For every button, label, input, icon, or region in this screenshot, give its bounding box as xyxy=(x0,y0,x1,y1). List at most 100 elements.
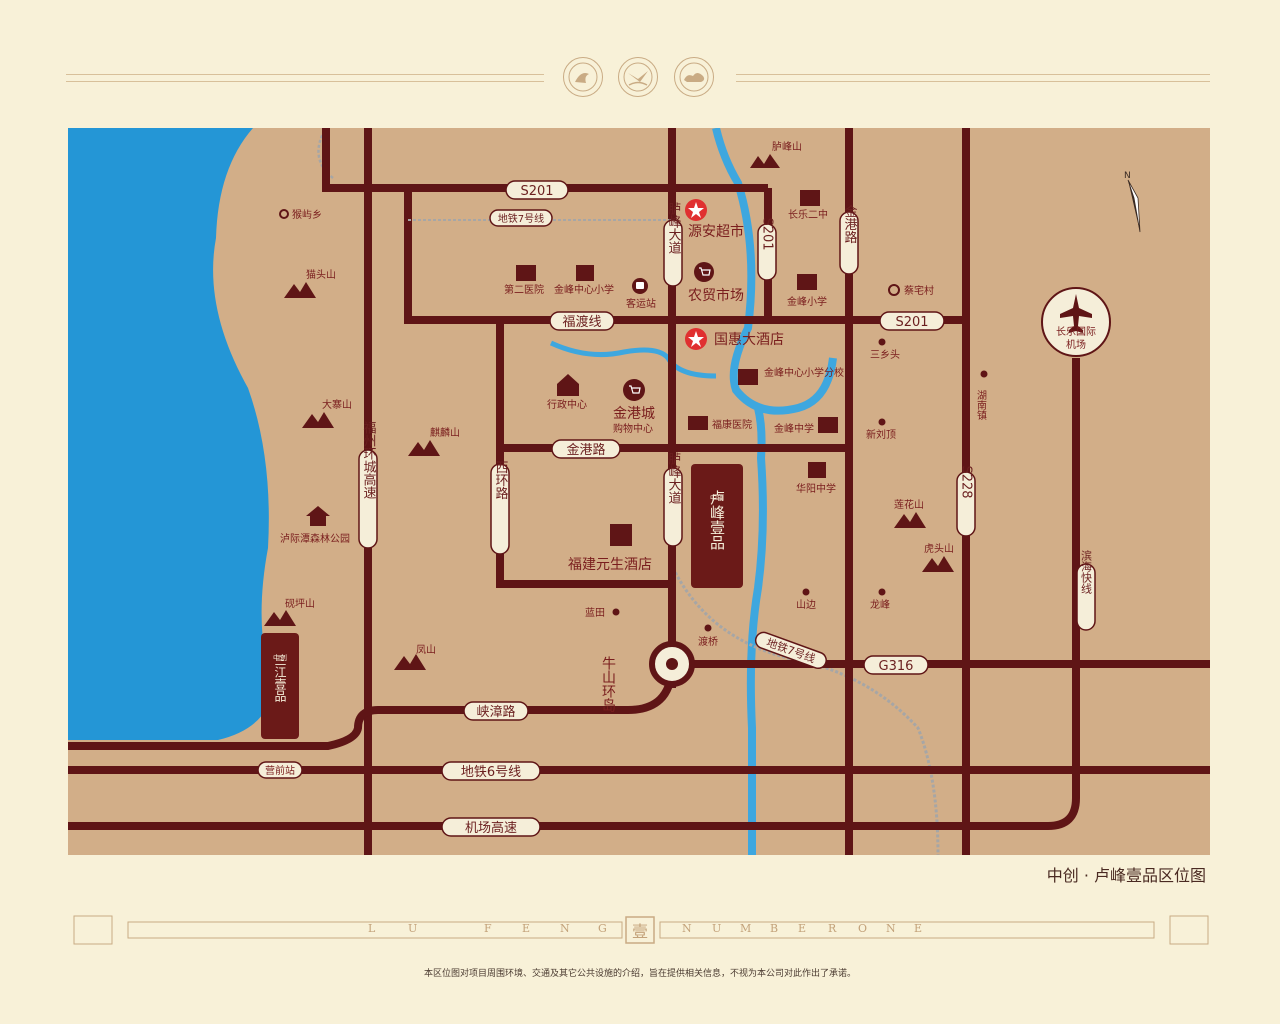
label-yingqian: 营前站 xyxy=(265,764,295,777)
footer-letter: E xyxy=(798,922,809,935)
dot-icon xyxy=(878,418,886,426)
road-lufeng-low: 胪峰大道 xyxy=(666,452,682,504)
disclaimer: 本区位图对项目周围环境、交通及其它公共设施的介绍，旨在提供相关信息，不视为本公司… xyxy=(423,969,856,979)
house-icon xyxy=(557,374,579,396)
label-longfeng: 龙峰 xyxy=(870,598,890,611)
cloud-icon xyxy=(674,57,714,97)
north-compass-icon: N xyxy=(1124,171,1141,233)
road-labels-vertical: 胪峰大道 胪峰大道 S201 金港路 西环路 福州环城高速 S228 滨海快线 xyxy=(358,202,1096,631)
building-icon xyxy=(576,265,594,281)
bus-icon xyxy=(632,278,648,294)
road-s201-top: S201 xyxy=(520,184,553,199)
shopping-cart-icon xyxy=(623,379,645,401)
footer-letter: E xyxy=(522,922,533,935)
label-lianhua: 莲花山 xyxy=(894,498,924,511)
label-jinfeng-primary: 金峰中心小学 xyxy=(554,283,614,296)
road-metro7-top: 地铁7号线 xyxy=(498,212,544,225)
shopping-cart-icon xyxy=(694,262,714,282)
road-xihuan: 西环路 xyxy=(493,461,509,500)
label-jinfeng-xiao: 金峰小学 xyxy=(787,295,827,308)
footer-letter: G xyxy=(598,922,609,935)
footer-letter: M xyxy=(740,922,754,935)
building-icon xyxy=(610,524,632,546)
sea-area xyxy=(68,128,273,740)
label-luji: 泸际潭森林公园 xyxy=(280,532,350,545)
label-dazhai: 大寨山 xyxy=(322,398,352,411)
label-gouwu: 购物中心 xyxy=(613,422,653,435)
label-dujiao: 渡桥 xyxy=(698,635,718,648)
airplane-icon xyxy=(1060,294,1092,333)
village-icon xyxy=(888,284,900,296)
building-icons xyxy=(306,190,838,546)
building-icon xyxy=(738,369,758,385)
rail-line xyxy=(671,567,940,855)
star-icon xyxy=(685,199,707,221)
header-line-left xyxy=(66,74,544,82)
label-nongmao: 农贸市场 xyxy=(688,287,744,304)
building-icon xyxy=(688,416,708,430)
label-huayang: 华阳中学 xyxy=(796,482,836,495)
label-jingangcheng: 金港城 xyxy=(613,406,655,422)
label-niushan: 牛山环岛 xyxy=(600,656,616,712)
village-markers xyxy=(279,209,900,296)
road-binhai: 滨海快线 xyxy=(1080,549,1093,594)
road-g316: G316 xyxy=(879,659,914,674)
footer-letter: U xyxy=(408,922,420,935)
location-map: S201 地铁7号线 福渡线 S201 金港路 G316 峡漳路 地铁6号线 机… xyxy=(68,128,1210,855)
dot-icon xyxy=(980,370,988,378)
label-lantian: 蓝田 xyxy=(585,607,605,619)
map-caption: 中创 · 卢峰壹品区位图 xyxy=(1046,866,1206,885)
yingqian-pill xyxy=(257,761,303,779)
dot-markers xyxy=(612,338,988,632)
mountain-icon xyxy=(922,556,954,572)
label-shanbian: 山边 xyxy=(796,599,816,611)
project-lufeng-box[interactable]: 中创 卢峰壹品 xyxy=(691,464,743,588)
road-labels: S201 地铁7号线 福渡线 S201 金港路 G316 峡漳路 地铁6号线 机… xyxy=(441,180,945,837)
label-fukang: 福康医院 xyxy=(712,418,752,431)
airport-marker: 长乐国际 机场 xyxy=(1041,287,1111,357)
header-line-right xyxy=(736,74,1210,82)
road-s201-vert: S201 xyxy=(760,217,775,250)
label-airport-2: 机场 xyxy=(1066,338,1086,351)
label-houyuxiang: 猴屿乡 xyxy=(292,208,322,221)
footer-letter: N xyxy=(886,922,898,935)
footer-seal: 壹 xyxy=(632,922,649,941)
dot-icon xyxy=(704,624,712,632)
village-icon xyxy=(279,209,289,219)
label-yuanan: 源安超市 xyxy=(688,223,744,240)
footer-letter: E xyxy=(914,922,925,935)
sanjiang-name: 三江壹品 xyxy=(273,654,287,702)
dot-icon xyxy=(802,588,810,596)
label-changle2: 长乐二中 xyxy=(788,208,828,221)
road-fuzhou-ring: 福州环城高速 xyxy=(361,421,377,499)
svg-text:中创: 中创 xyxy=(710,493,724,502)
road-metro6: 地铁6号线 xyxy=(461,765,521,780)
label-hospital2: 第二医院 xyxy=(504,283,544,296)
mountain-icon xyxy=(302,412,334,428)
building-icon xyxy=(818,417,838,433)
road-fuduxian: 福渡线 xyxy=(562,314,601,330)
sanjiang-box[interactable]: 中创 三江壹品 xyxy=(261,633,299,739)
dot-icon xyxy=(878,588,886,596)
label-yanpi: 砚坪山 xyxy=(285,597,315,610)
river-branch xyxy=(549,340,717,379)
footer-letter: F xyxy=(484,922,494,935)
pavilion-icon xyxy=(306,506,330,526)
mountain-icon xyxy=(894,512,926,528)
label-jinfeng-branch: 金峰中心小学分校 xyxy=(764,366,844,379)
building-icon xyxy=(797,274,817,290)
label-caizhai: 蔡宅村 xyxy=(904,284,934,297)
label-hutou: 虎头山 xyxy=(924,543,954,555)
building-icon xyxy=(808,462,826,478)
label-xinliuding: 新刘顶 xyxy=(866,428,896,441)
footer-letter: B xyxy=(770,922,781,935)
label-xingzheng: 行政中心 xyxy=(547,398,587,411)
road-jingang: 金港路 xyxy=(566,442,605,458)
dot-icon xyxy=(612,608,620,616)
label-airport-1: 长乐国际 xyxy=(1056,326,1096,338)
mountain-icon xyxy=(408,440,440,456)
mountain-icons xyxy=(264,154,954,670)
footer-letter: O xyxy=(858,922,870,935)
label-sanxiangtou: 三乡头 xyxy=(870,349,900,361)
road-xiazhang: 峡漳路 xyxy=(476,704,515,720)
